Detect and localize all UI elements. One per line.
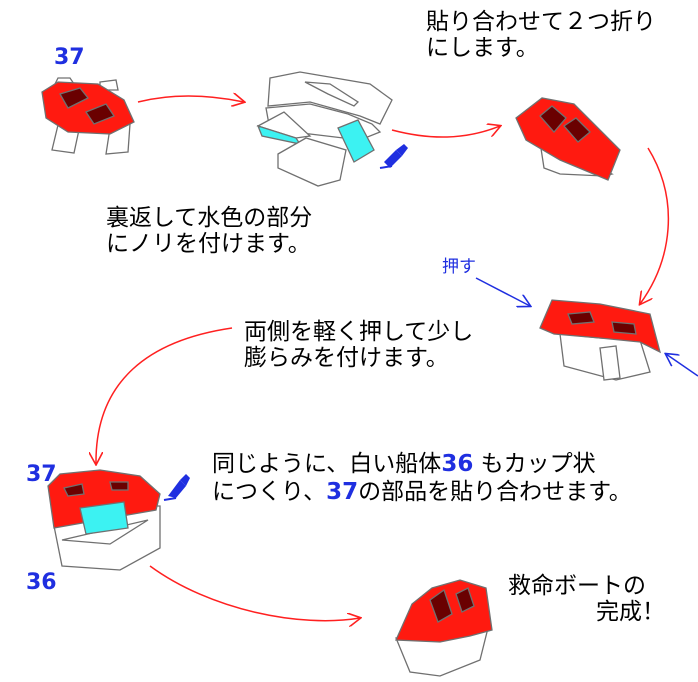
step-same-line2: につくり、37の部品を貼り合わせます。: [212, 480, 632, 505]
step-fold-line2: にします。: [426, 35, 539, 61]
glue-pen-icon: [379, 144, 408, 169]
step-glue-line2: にノリを付けます。: [106, 231, 311, 257]
flow-arrow-3: [640, 147, 670, 304]
part-number-37-mid: 37: [26, 462, 57, 487]
part-number-37-inline: 37: [326, 479, 359, 505]
part-37-glue-side: [256, 71, 393, 187]
flow-arrow-1: [137, 96, 244, 102]
part-37-flat: [41, 77, 135, 155]
step-same-line1-a: 同じように、白い船体: [212, 451, 442, 477]
flow-arrow-5: [149, 565, 360, 621]
part-number-36: 36: [26, 570, 57, 595]
part-number-37-top: 37: [54, 45, 85, 70]
push-label: 押す: [442, 257, 476, 277]
flow-arrow-4: [96, 327, 233, 464]
step-press-line2: 膨らみを付けます。: [244, 345, 449, 371]
finished-lifeboat: [395, 579, 493, 677]
parts-37-36-combined: [47, 469, 161, 571]
step-glue-line1: 裏返して水色の部分: [106, 205, 313, 231]
step-press-line1: 両側を軽く押して少し: [244, 319, 474, 345]
step-same-line1: 同じように、白い船体36 もカップ状: [212, 452, 596, 477]
step-same-line2-b: の部品を貼り合わせます。: [358, 479, 632, 505]
step-done-line2: 完成！: [596, 599, 665, 625]
glue-pen-icon-2: [163, 474, 190, 501]
step-same-line1-b: もカップ状: [480, 451, 596, 477]
flow-arrow-2: [391, 126, 500, 138]
part-37-pressed: [539, 299, 661, 381]
step-done-line1: 救命ボートの: [508, 573, 646, 599]
step-fold-line1: 貼り合わせて２つ折り: [426, 9, 656, 35]
part-37-folded: [515, 97, 621, 181]
step-same-line2-a: につくり、: [212, 479, 327, 505]
part-number-36-inline: 36: [441, 451, 474, 477]
push-arrow-right: [666, 354, 698, 377]
push-arrow-left: [475, 277, 530, 306]
